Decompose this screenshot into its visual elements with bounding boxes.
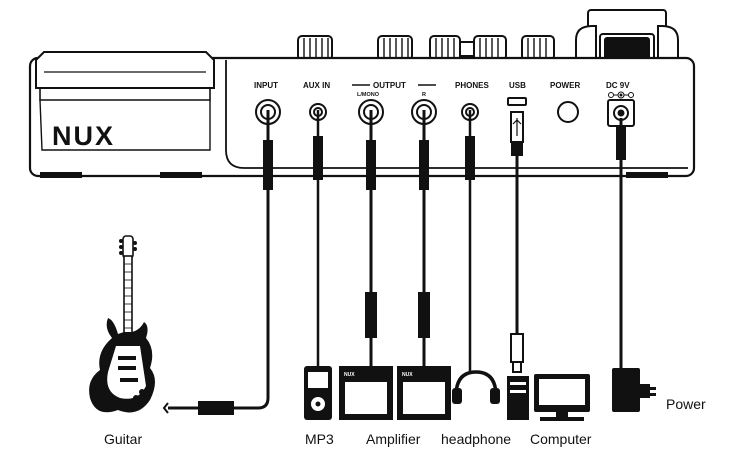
polarity-icon bbox=[608, 91, 634, 99]
label-mp3: MP3 bbox=[305, 431, 334, 447]
brand-logo: NUX bbox=[52, 121, 115, 151]
guitar-icon bbox=[89, 235, 155, 413]
pedal-unit: NUX INPUT AUX IN OUTPUT L/MONO R PHONES … bbox=[28, 9, 696, 178]
label-output-r: R bbox=[422, 92, 426, 98]
svg-text:NUX: NUX bbox=[402, 372, 413, 378]
top-knobs bbox=[297, 35, 555, 61]
power-adapter-icon bbox=[612, 368, 656, 412]
amplifier-right-icon: NUX bbox=[397, 366, 451, 420]
label-aux-in: AUX IN bbox=[303, 81, 330, 90]
svg-text:NUX: NUX bbox=[344, 372, 355, 378]
label-guitar: Guitar bbox=[104, 431, 142, 447]
label-power: POWER bbox=[550, 81, 580, 90]
label-dc: DC 9V bbox=[606, 81, 630, 90]
mp3-player-icon bbox=[304, 366, 332, 420]
label-amplifier: Amplifier bbox=[366, 431, 421, 447]
label-headphone: headphone bbox=[441, 431, 511, 447]
computer-icon bbox=[507, 374, 590, 421]
headphone-icon bbox=[452, 370, 500, 404]
label-usb: USB bbox=[509, 81, 526, 90]
amplifier-left-icon: NUX bbox=[339, 366, 393, 420]
label-output-l: L/MONO bbox=[357, 92, 380, 98]
label-phones: PHONES bbox=[455, 81, 489, 90]
label-input: INPUT bbox=[254, 81, 278, 90]
cables bbox=[162, 110, 626, 415]
label-output: OUTPUT bbox=[373, 81, 406, 90]
label-power: Power bbox=[666, 396, 706, 412]
label-computer: Computer bbox=[530, 431, 592, 447]
